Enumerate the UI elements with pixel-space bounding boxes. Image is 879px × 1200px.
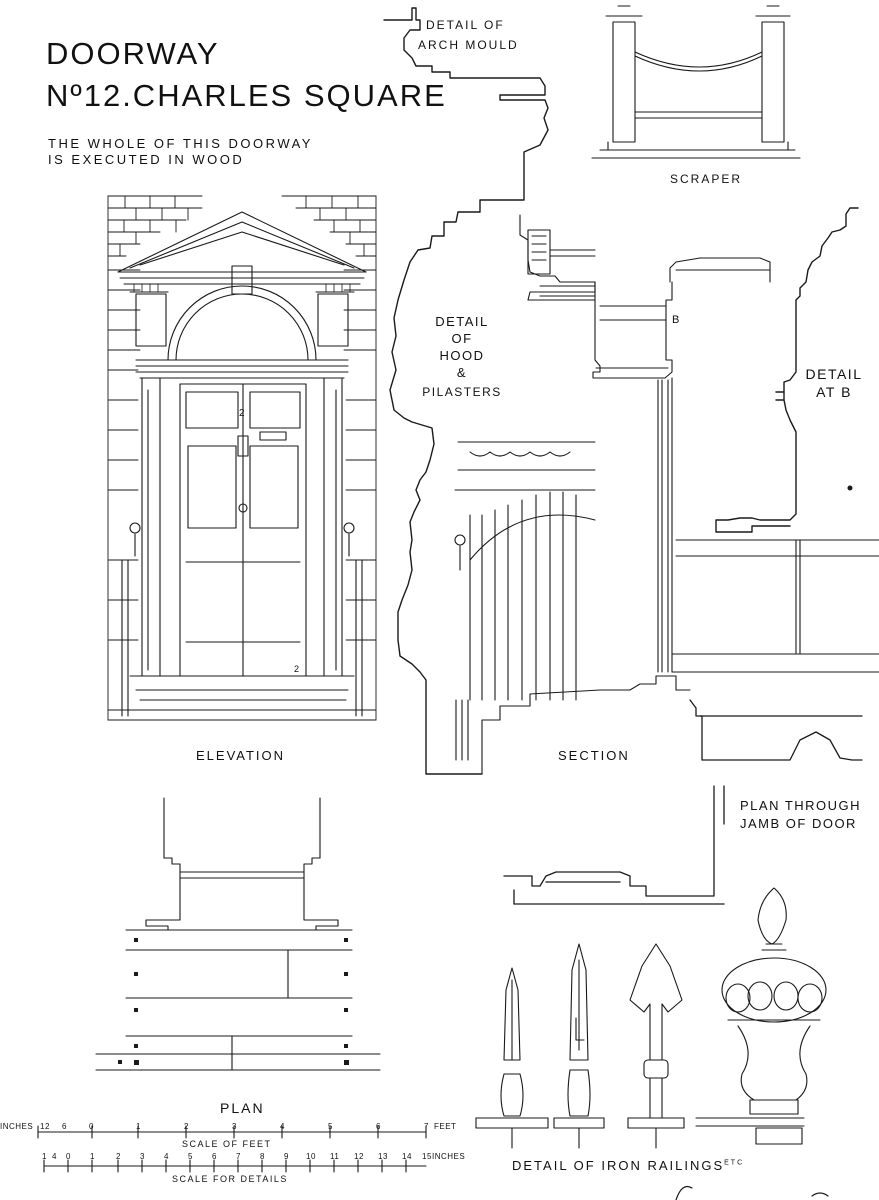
scale-of-feet-bar: [38, 1126, 426, 1138]
details-right-unit: INCHES: [432, 1152, 466, 1161]
scale-for-details-label: SCALE FOR DETAILS: [172, 1174, 288, 1184]
details-tick-8: 6: [212, 1152, 217, 1161]
details-tick-9: 7: [236, 1152, 241, 1161]
details-tick-12: 10: [306, 1152, 316, 1161]
plan-jamb-drawing: [504, 700, 862, 904]
section-cornice: [520, 215, 595, 300]
plan-drawing: [96, 798, 380, 1070]
details-tick-3: 1: [90, 1152, 95, 1161]
plan-jamb-label-1: PLAN THROUGH: [740, 798, 862, 813]
detail-at-b-profile: [716, 208, 858, 532]
elevation-label: ELEVATION: [196, 748, 286, 763]
details-tick-17: 15: [422, 1152, 432, 1161]
details-tick-6: 4: [164, 1152, 169, 1161]
scraper-label: SCRAPER: [670, 172, 743, 186]
details-tick-16: 14: [402, 1152, 412, 1161]
feet-tick-8: 6: [376, 1122, 381, 1131]
plan-label: PLAN: [220, 1100, 265, 1116]
note-line-1: THE WHOLE OF THIS DOORWAY: [48, 136, 313, 151]
details-tick-4: 2: [116, 1152, 121, 1161]
elevation-mark-2-bottom: 2: [294, 664, 301, 674]
feet-tick-3: 1: [136, 1122, 141, 1131]
hood-label-5: PILASTERS: [422, 385, 502, 399]
feet-tick-7: 5: [328, 1122, 333, 1131]
details-tick-10: 8: [260, 1152, 265, 1161]
railings-label-sup: ETC: [724, 1159, 745, 1167]
elevation-drawing: [108, 196, 376, 720]
hood-label-1: DETAIL: [435, 314, 489, 329]
railings-label: DETAIL OF IRON RAILINGSETC: [512, 1158, 744, 1173]
details-tick-15: 13: [378, 1152, 388, 1161]
feet-tick-6: 4: [280, 1122, 285, 1131]
railings-drawing: [476, 888, 826, 1148]
scraper-drawing: [592, 6, 800, 158]
details-tick-1: 4: [52, 1152, 57, 1161]
hood-label-4: &: [456, 365, 468, 380]
details-tick-5: 3: [140, 1152, 145, 1161]
title-line-1: DOORWAY: [46, 36, 220, 71]
detail-b-label-1: DETAIL: [805, 366, 863, 382]
arch-mould-label-1: DETAIL OF: [426, 18, 505, 32]
hood-label-2: OF: [451, 331, 473, 346]
hood-label-3: HOOD: [439, 348, 485, 363]
railings-label-text: DETAIL OF IRON RAILINGS: [512, 1158, 725, 1173]
feet-tick-9: 7: [424, 1122, 429, 1131]
details-tick-2: 0: [66, 1152, 71, 1161]
scale-for-details-bar: [44, 1160, 426, 1172]
details-tick-0: 1: [42, 1152, 47, 1161]
note-line-2: IS EXECUTED IN WOOD: [48, 152, 245, 167]
feet-tick-2: 0: [89, 1122, 94, 1131]
hood-pilaster-profile: [384, 8, 548, 774]
detail-b-label-2: AT B: [816, 384, 852, 400]
feet-left-unit: INCHES: [0, 1122, 34, 1131]
details-tick-13: 11: [330, 1152, 340, 1161]
dot-mark: [847, 485, 853, 491]
feet-tick-1: 6: [62, 1122, 67, 1131]
section-label: SECTION: [558, 748, 630, 763]
feet-tick-0: 12: [40, 1122, 50, 1131]
point-b-label: B: [672, 314, 681, 326]
feet-tick-5: 3: [232, 1122, 237, 1131]
arch-mould-label-2: ARCH MOULD: [418, 38, 519, 52]
section-drawing: [455, 258, 879, 774]
signature-mark: [676, 1187, 828, 1200]
elevation-mark-2-top: 2: [239, 408, 246, 419]
feet-tick-4: 2: [184, 1122, 189, 1131]
details-tick-7: 5: [188, 1152, 193, 1161]
plan-jamb-label-2: JAMB OF DOOR: [740, 816, 857, 831]
details-tick-14: 12: [354, 1152, 364, 1161]
scale-of-feet-label: SCALE OF FEET: [182, 1139, 272, 1149]
details-tick-11: 9: [284, 1152, 289, 1161]
feet-right-unit: FEET: [434, 1122, 457, 1131]
title-line-2: Nº12.CHARLES SQUARE: [46, 78, 447, 113]
